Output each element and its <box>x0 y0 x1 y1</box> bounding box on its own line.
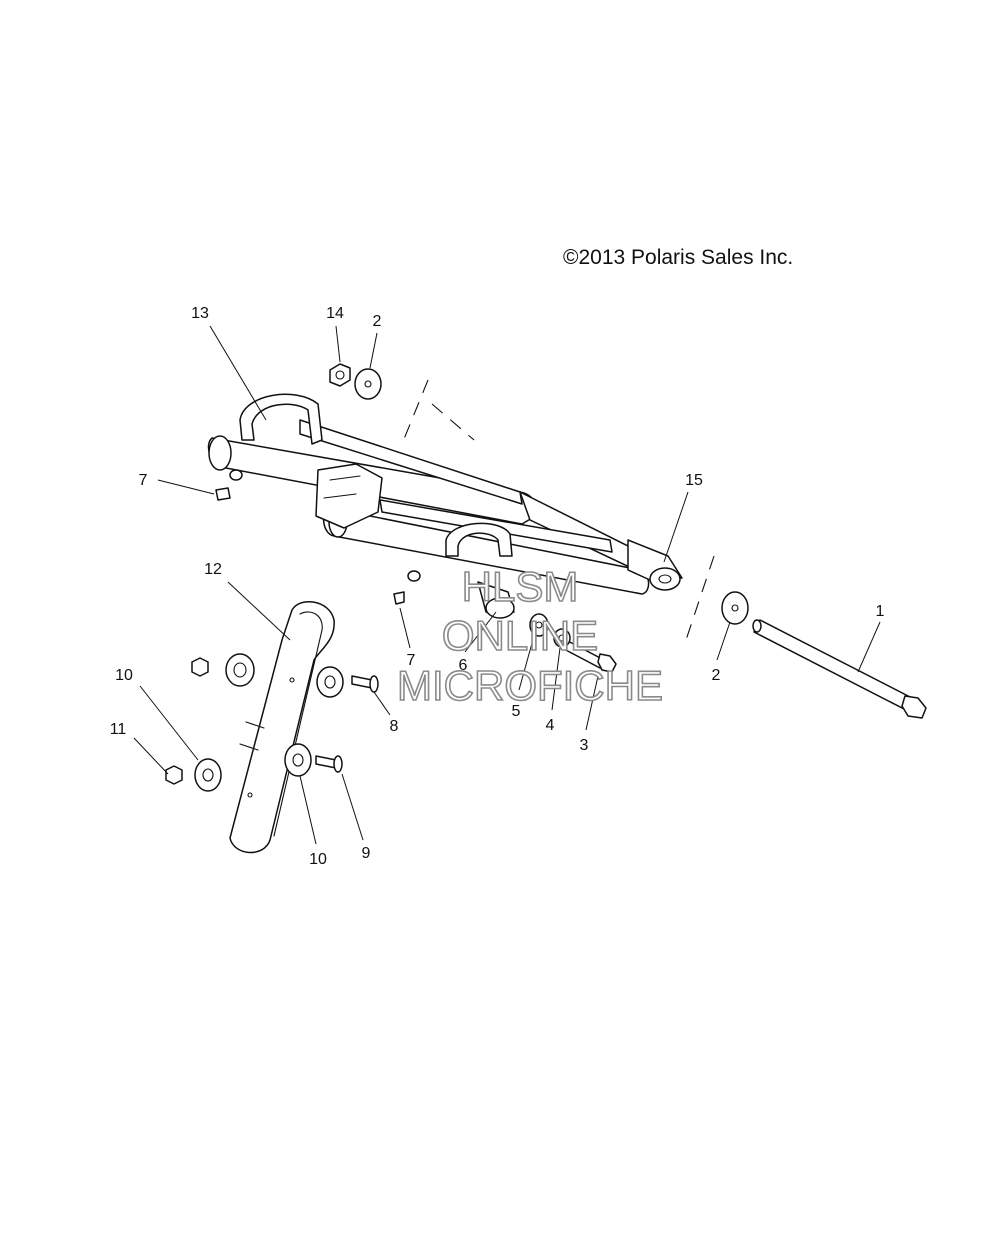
callout-4: 4 <box>546 717 555 734</box>
callout-12: 12 <box>204 561 222 578</box>
nut-11-lower <box>165 765 183 785</box>
callout-3: 3 <box>580 737 589 754</box>
nut-4 <box>553 628 571 648</box>
callout-10-lower: 10 <box>309 851 327 868</box>
swing-arm-assembly <box>207 419 683 619</box>
watermark-line-2: ONLINE <box>442 612 598 659</box>
bushing-10-right <box>284 743 312 777</box>
callout-15: 15 <box>685 472 703 489</box>
copyright-text: ©2013 Polaris Sales Inc. <box>563 246 793 269</box>
callout-11: 11 <box>110 721 127 738</box>
callout-6: 6 <box>459 657 468 674</box>
callout-13: 13 <box>191 305 209 322</box>
grease-fitting-7a <box>215 487 231 501</box>
bolt-9 <box>315 755 343 773</box>
axis-line-right <box>685 555 715 641</box>
callout-14: 14 <box>326 305 344 322</box>
watermark: HLSM ONLINE MICROFICHE <box>396 562 664 710</box>
callout-7-left: 7 <box>139 472 148 489</box>
callout-5: 5 <box>512 703 521 720</box>
bushing-10-left <box>194 758 222 792</box>
axis-line-upper-2 <box>431 403 475 441</box>
washer-2-right <box>721 591 749 625</box>
nut-11-upper <box>191 657 209 677</box>
callout-8: 8 <box>390 718 399 735</box>
bolt-8 <box>351 675 379 693</box>
callout-7-center: 7 <box>407 652 416 669</box>
watermark-line-1: HLSM <box>462 563 579 610</box>
axis-line-upper <box>401 379 429 445</box>
washer-2-upper <box>354 368 382 400</box>
callout-2-upper: 2 <box>373 313 382 330</box>
callout-9: 9 <box>362 845 371 862</box>
bolt-1 <box>752 619 927 719</box>
nut-14 <box>329 363 351 387</box>
leader-lines <box>133 325 881 845</box>
washer-5 <box>529 613 549 637</box>
watermark-line-3: MICROFICHE <box>397 662 663 709</box>
handle-parts <box>239 393 513 557</box>
grease-fitting-7b <box>393 591 405 605</box>
callouts: 1 2 2 3 4 5 6 7 7 8 9 10 10 11 12 13 14 … <box>110 305 885 868</box>
callout-2-right: 2 <box>712 667 721 684</box>
bushing-upper-right <box>316 666 344 698</box>
bushing-upper-left <box>225 653 255 687</box>
callout-10-left: 10 <box>115 667 133 684</box>
callout-1: 1 <box>876 603 885 620</box>
link-arm-12 <box>229 601 335 854</box>
